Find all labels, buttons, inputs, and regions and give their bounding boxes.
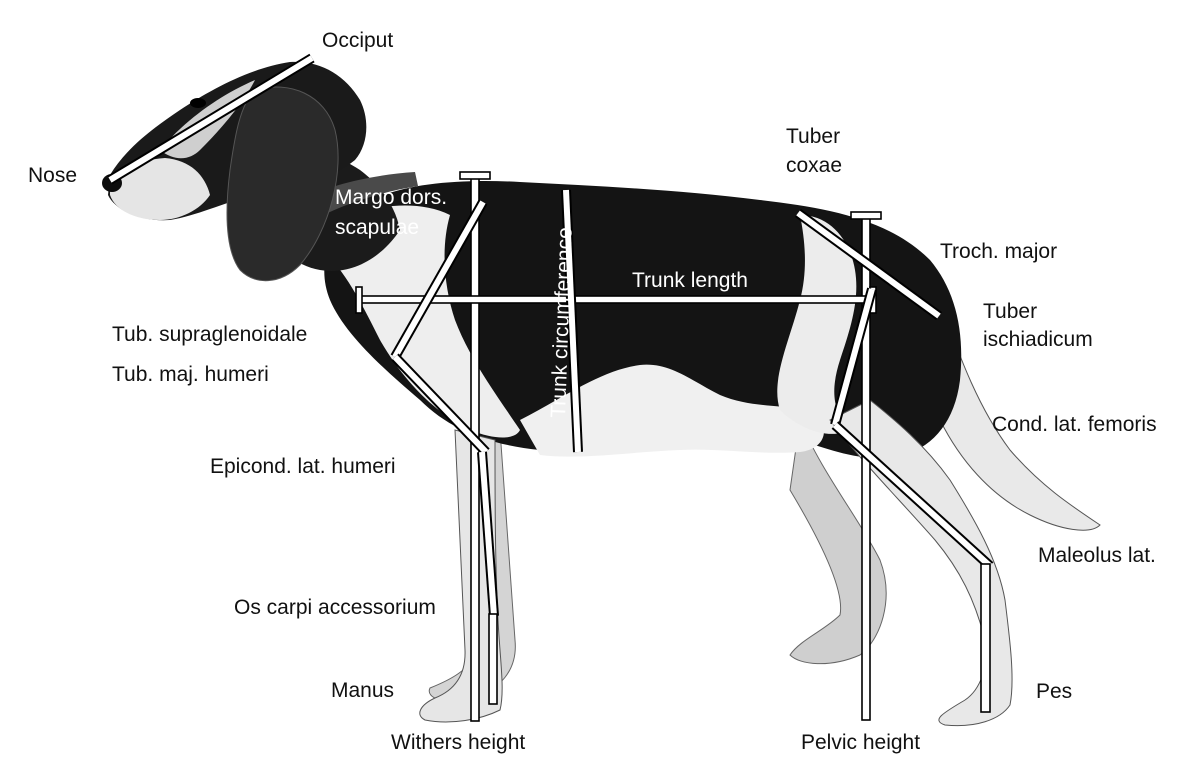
dog-rear-white <box>777 215 857 434</box>
label-occiput: Occiput <box>322 29 393 52</box>
label-margo-2: scapulae <box>335 216 419 239</box>
tibia-segment <box>832 422 993 569</box>
pelvic-height-cap <box>850 211 882 220</box>
label-epicond-lat-humeri: Epicond. lat. humeri <box>210 455 396 478</box>
label-pelvic-height: Pelvic height <box>801 731 920 754</box>
label-troch-major: Troch. major <box>940 240 1057 263</box>
trunk-length-cap-left <box>355 286 363 314</box>
label-tuber-coxae-1: Tuber <box>786 125 840 148</box>
manus-segment <box>488 613 498 705</box>
label-pes: Pes <box>1036 680 1072 703</box>
pelvis-segment <box>796 210 941 319</box>
trunk-circumference-bar <box>563 189 581 453</box>
label-cond-lat-femoris: Cond. lat. femoris <box>992 413 1157 436</box>
label-tub-maj-humeri: Tub. maj. humeri <box>112 363 269 386</box>
dog-muzzle <box>110 158 210 220</box>
measurement-bars <box>107 53 994 722</box>
label-tuber-isch-1: Tuber <box>983 300 1037 323</box>
label-tuber-isch-2: ischiadicum <box>983 328 1093 351</box>
label-nose: Nose <box>28 164 77 187</box>
dog-tail <box>939 299 1101 531</box>
femur-segment <box>832 288 875 426</box>
labels: Occiput Nose Tuber coxae Margo dors. sca… <box>28 29 1157 754</box>
label-trunk-length: Trunk length <box>632 269 748 292</box>
scapula-segment <box>392 200 486 359</box>
humerus-segment <box>392 354 489 455</box>
label-maleolus-lat: Maleolus lat. <box>1038 544 1156 567</box>
label-manus: Manus <box>331 679 394 702</box>
pes-segment <box>980 563 991 713</box>
dog-silhouette <box>102 61 1101 727</box>
label-margo-1: Margo dors. <box>335 186 447 209</box>
label-os-carpi-accessorium: Os carpi accessorium <box>234 596 436 619</box>
dog-eye <box>190 98 206 108</box>
trunk-length-bar <box>359 295 877 304</box>
dog-ear <box>226 86 339 282</box>
withers-height-cap <box>459 171 491 180</box>
forearm-segment <box>479 451 497 617</box>
label-tuber-coxae-2: coxae <box>786 154 842 177</box>
dog-belly-white <box>520 364 824 457</box>
head-length-line <box>108 55 314 183</box>
label-withers-height: Withers height <box>391 731 525 754</box>
label-tub-supraglenoidale: Tub. supraglenoidale <box>112 323 307 346</box>
